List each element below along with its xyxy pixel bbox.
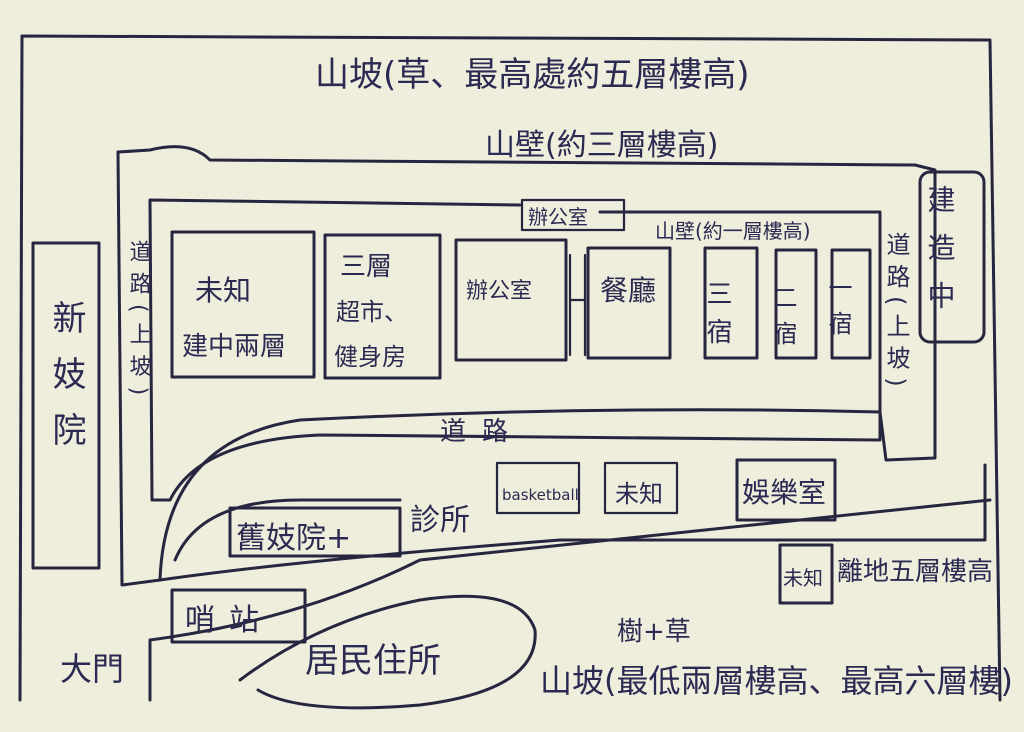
old-brothel-label: 舊妓院+ [236,521,351,556]
unknown-building-3 [778,543,834,605]
passage [568,253,587,357]
cliff-low-label: 山壁(約一層樓高) [655,219,811,243]
dorm-1-building [830,248,872,360]
under-construction-label: 建造中 [924,185,957,329]
old-brothel-box [228,506,402,558]
compound-outline [116,150,937,587]
unknown-1-label: 未知 [195,274,251,307]
supermarket-label-1: 三層 [340,252,392,282]
road-left-label: 道路(上坡) [126,240,152,405]
outpost-box [170,588,307,644]
recreation-label: 娛樂室 [742,476,826,509]
lower-road-edge [158,463,987,582]
trees-grass-label: 樹+草 [617,617,691,647]
office-main-label: 辦公室 [466,279,532,304]
bottom-slope-label: 山坡(最低兩層樓高、最高六層樓) [540,662,1013,700]
cliff-line [116,145,917,167]
gate-label: 大門 [60,650,124,688]
office-small-box [520,198,626,232]
road-right-label: 道路(上坡) [882,232,910,395]
outer-boundary [18,34,1002,702]
unknown-3-label: 未知 [783,566,823,590]
clinic-label: 診所 [410,503,470,538]
office-small-label: 辦公室 [528,205,588,229]
basketball-label: basketball [502,486,579,504]
dorm-2-label: 二宿 [769,285,797,357]
dorm-3-label: 三宿 [702,280,732,356]
dorm-1-label: 一宿 [824,275,852,347]
supermarket-label-2: 超市、 [336,298,408,326]
supermarket-building [323,233,442,380]
outpost-label: 哨站 [185,603,273,638]
new-brothel-box [31,241,101,570]
unknown-building-2 [603,461,679,515]
dining-label: 餐廳 [600,274,656,307]
cliff-top-label: 山壁(約三層樓高) [485,128,718,163]
residence-outline [238,594,537,710]
road-middle-label: 道路 [440,417,524,447]
unknown-building-1 [170,230,316,379]
supermarket-label-3: 健身房 [334,343,406,371]
construction-box [918,170,986,344]
dorm-3-building [703,246,759,360]
inner-block [148,198,882,502]
gate-road [148,498,992,702]
basketball-court [495,461,581,515]
unknown-2-label: 未知 [615,480,663,508]
residence-label: 居民住所 [305,641,441,681]
unknown-1-sub-label: 建中兩層 [182,332,286,362]
dorm-2-building [774,248,818,360]
dining-building [586,246,672,360]
new-brothel-label: 新妓院 [46,300,86,468]
office-building [454,238,568,362]
unknown-3-note-label: 離地五層樓高 [837,557,993,587]
top-slope-label: 山坡(草、最高處約五層樓高) [315,55,750,95]
